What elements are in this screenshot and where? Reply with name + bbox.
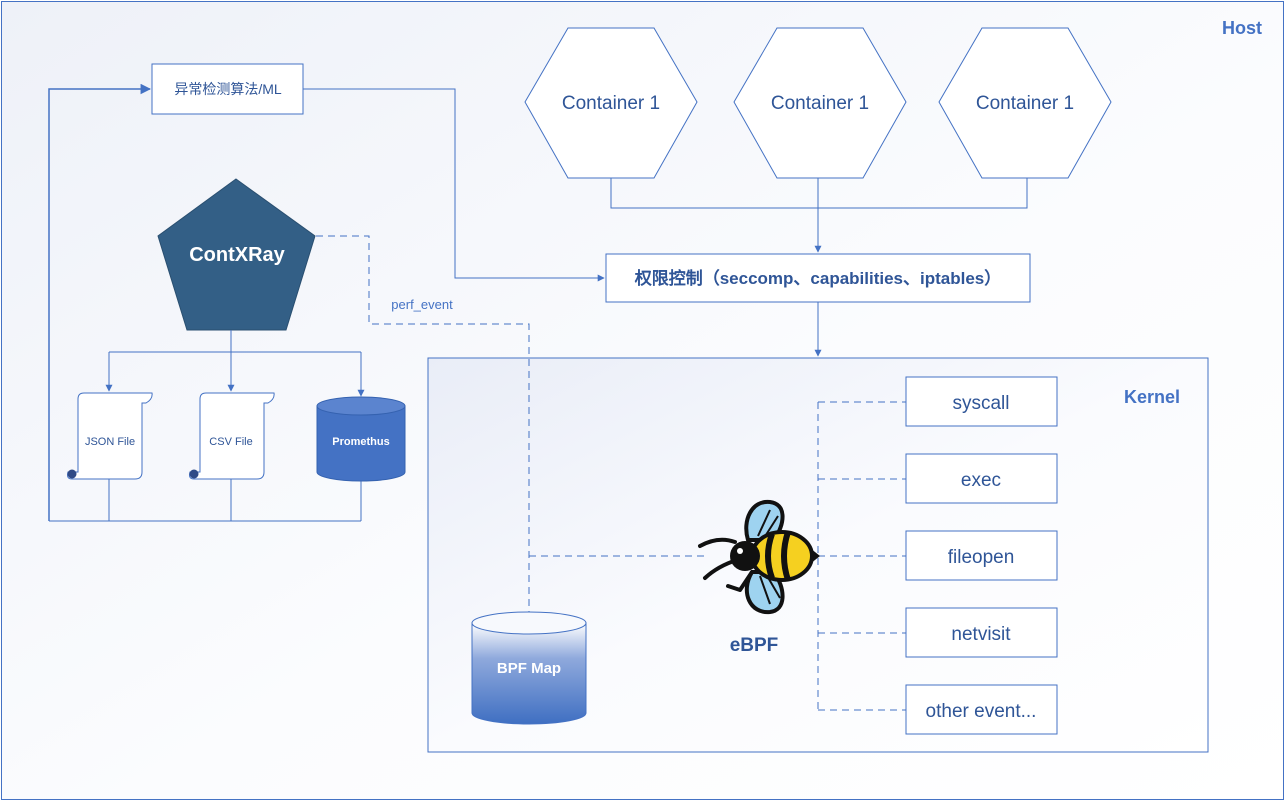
event-syscall-label: syscall: [952, 393, 1009, 414]
event-netvisit-label: netvisit: [951, 624, 1011, 645]
csv-file-node[interactable]: CSV File: [189, 392, 275, 480]
json-file-label: JSON File: [85, 436, 135, 448]
bpf-map-label: BPF Map: [497, 660, 561, 677]
permission-control-label: 权限控制（seccomp、capabilities、iptables）: [634, 268, 1002, 288]
anomaly-to-permission-arrow: [303, 88, 605, 282]
event-fileopen[interactable]: fileopen: [818, 530, 1058, 581]
feedback-loop-line: [48, 83, 152, 521]
bpf-map-node[interactable]: BPF Map: [471, 611, 587, 725]
container-3-label: Container 1: [976, 93, 1074, 114]
contxray-label: ContXRay: [189, 244, 285, 266]
event-exec-label: exec: [961, 470, 1001, 491]
ebpf-bee-icon: [698, 499, 820, 615]
container-1[interactable]: Container 1: [524, 27, 698, 179]
host-label: Host: [1222, 18, 1262, 38]
event-other-label: other event...: [926, 701, 1037, 722]
permission-control-box[interactable]: 权限控制（seccomp、capabilities、iptables）: [605, 253, 1031, 303]
anomaly-detection-box[interactable]: 异常检测算法/ML: [151, 63, 304, 115]
container-connector: [610, 178, 1028, 209]
contxray-node[interactable]: ContXRay: [157, 178, 316, 331]
container-1-label: Container 1: [562, 93, 660, 114]
prometheus-label: Promethus: [332, 436, 389, 448]
json-file-node[interactable]: JSON File: [67, 392, 153, 480]
perf-event-label: perf_event: [391, 297, 453, 312]
event-exec[interactable]: exec: [818, 453, 1058, 504]
container-2-label: Container 1: [771, 93, 869, 114]
anomaly-detection-label: 异常检测算法/ML: [174, 81, 282, 97]
event-other[interactable]: other event...: [818, 684, 1058, 735]
container-3[interactable]: Container 1: [938, 27, 1112, 179]
perf-event-dashed-line: [316, 235, 530, 614]
ebpf-label: eBPF: [730, 635, 779, 656]
kernel-label: Kernel: [1124, 387, 1180, 407]
event-syscall[interactable]: syscall: [818, 376, 1058, 427]
event-netvisit[interactable]: netvisit: [818, 607, 1058, 658]
csv-file-label: CSV File: [209, 436, 252, 448]
prometheus-node[interactable]: Promethus: [316, 396, 406, 482]
event-fileopen-label: fileopen: [948, 547, 1015, 568]
container-2[interactable]: Container 1: [733, 27, 907, 179]
